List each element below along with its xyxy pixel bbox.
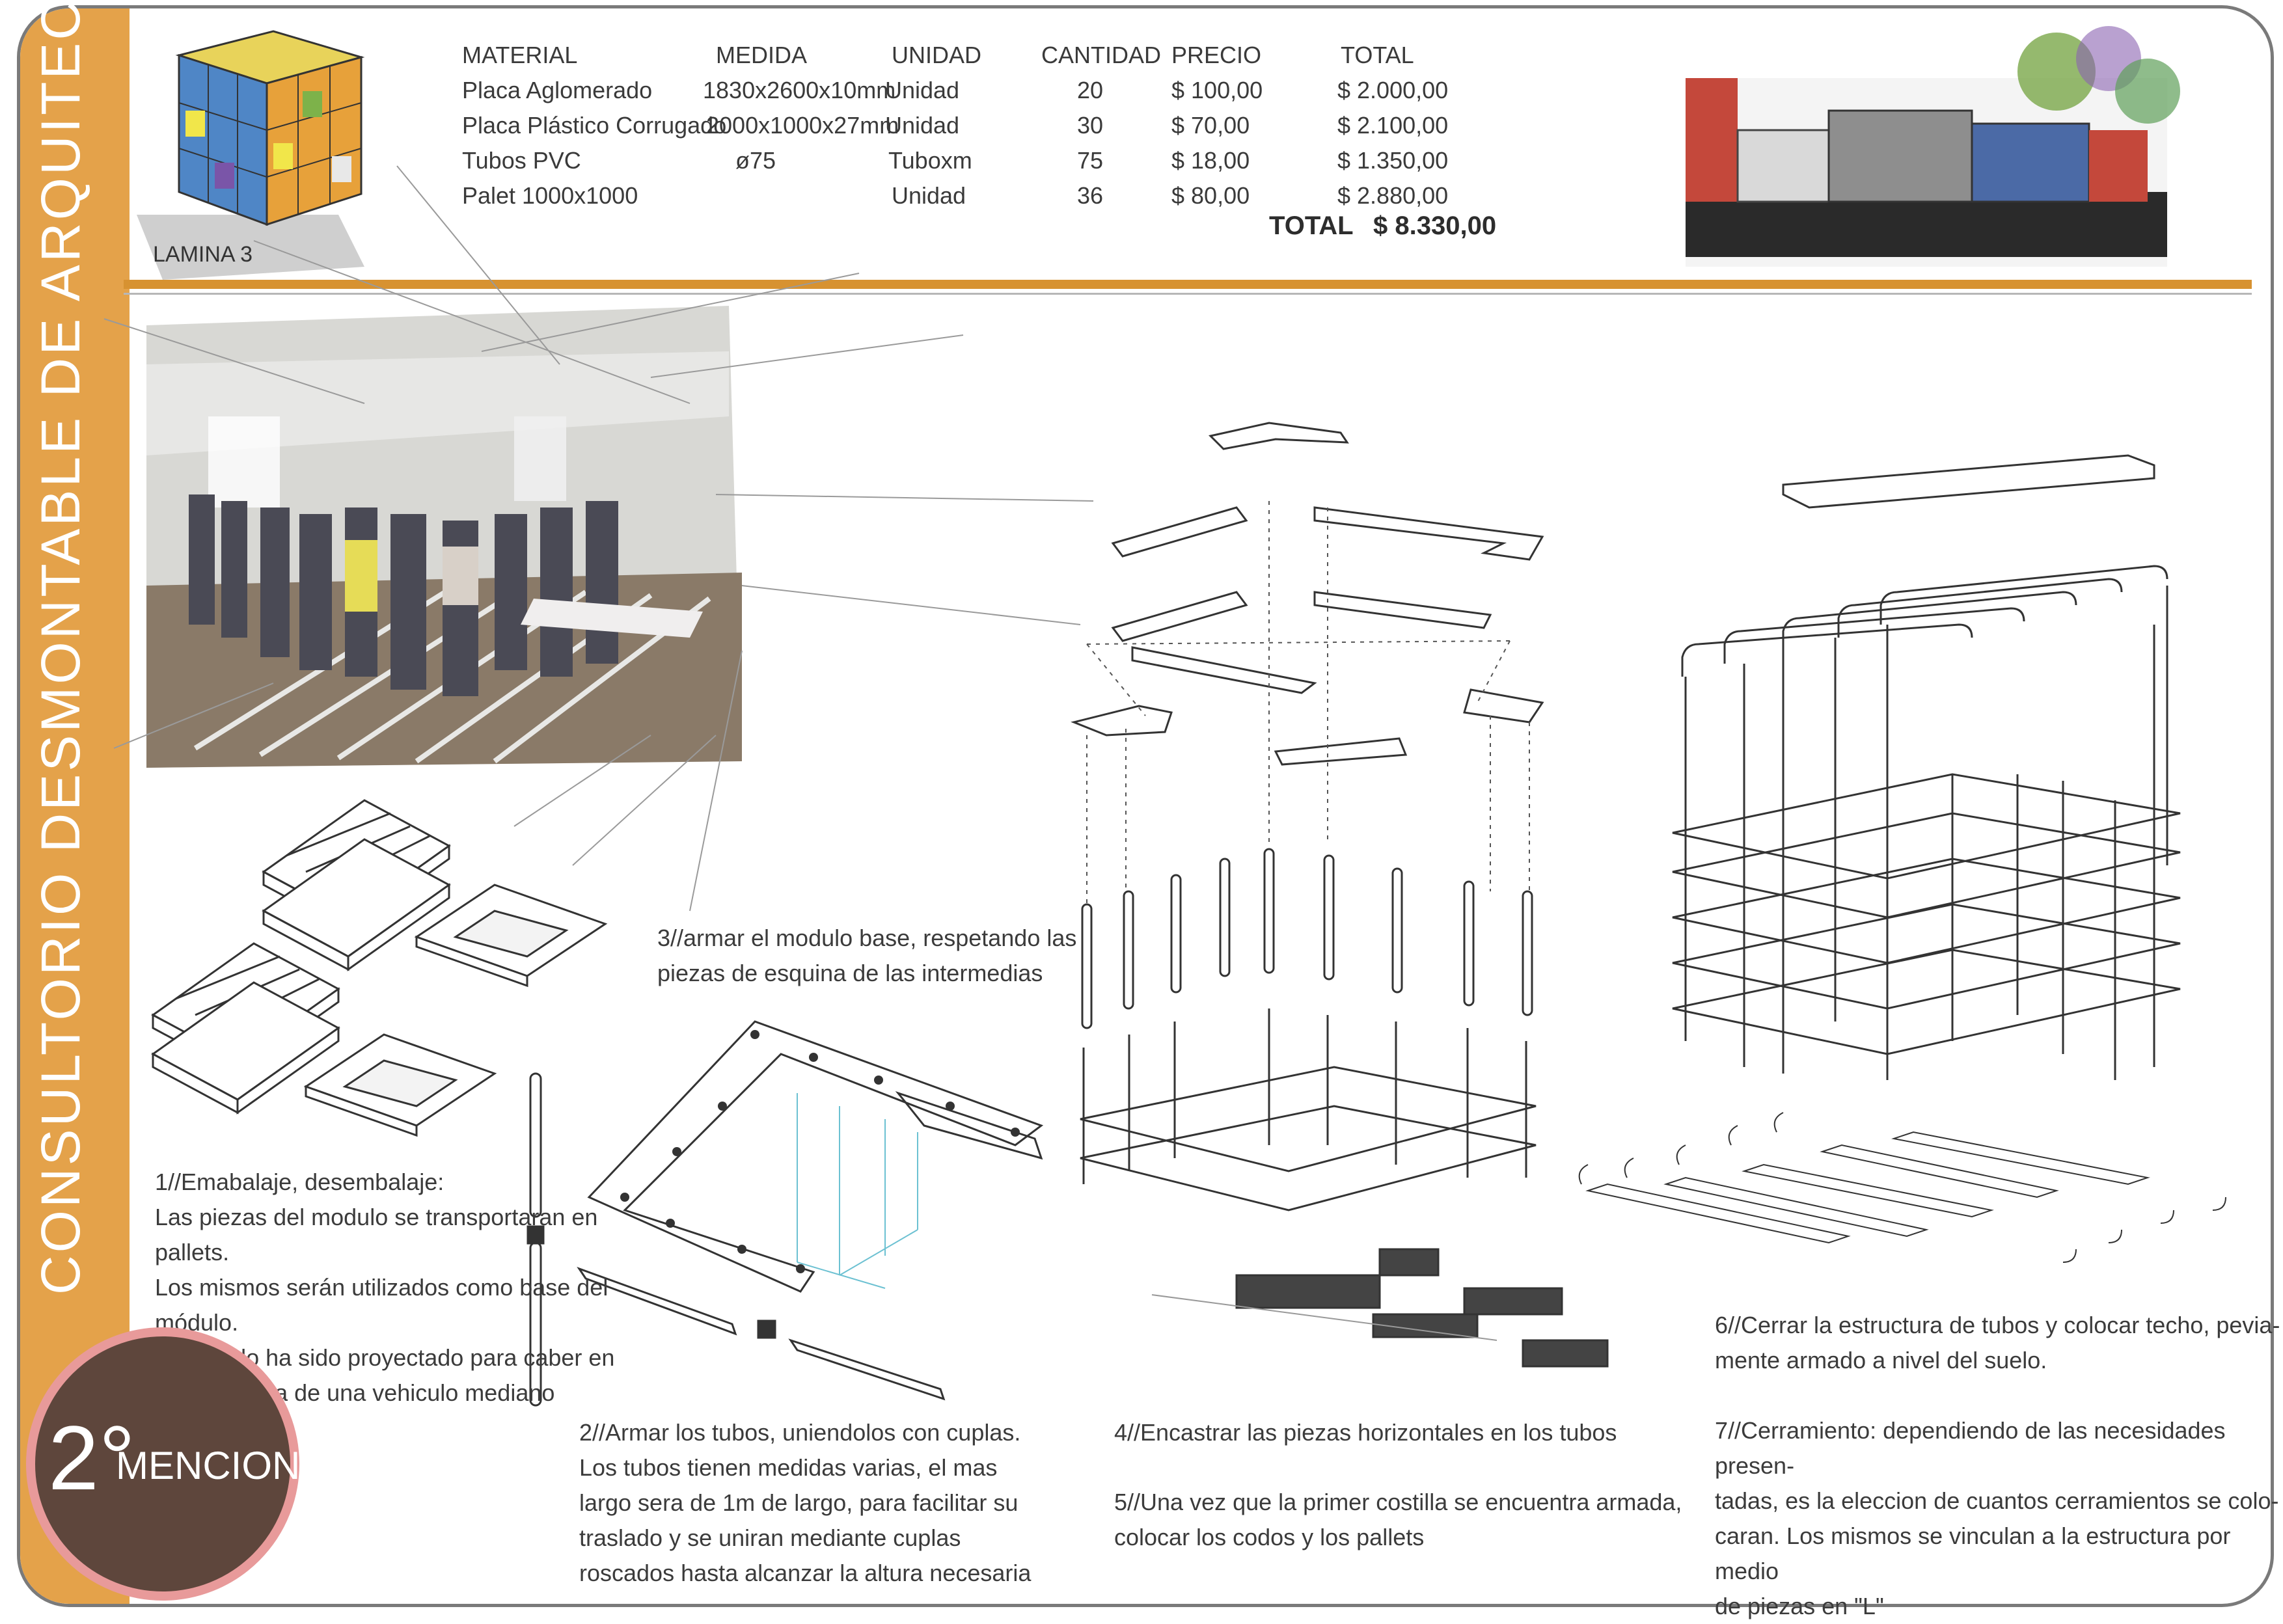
step-2-line: traslado y se uniran mediante cuplas	[579, 1524, 961, 1551]
step-3-line: piezas de esquina de las intermedias	[657, 960, 1043, 986]
step-5-line: 5//Una vez que la primer costilla se enc…	[1114, 1489, 1682, 1515]
cell-precio: $ 100,00	[1171, 77, 1263, 103]
step-6-line: 6//Cerrar la estructura de tubos y coloc…	[1715, 1312, 2280, 1338]
cell-cantidad: 36	[1077, 182, 1104, 209]
base-frame-drawing	[587, 1020, 1044, 1293]
cell-unidad: Unidad	[885, 112, 960, 139]
step-2-line: 2//Armar los tubos, uniendolos con cupla…	[579, 1419, 1021, 1446]
street-sketch-image	[1686, 26, 2180, 267]
step-7-line: caran. Los mismos se vinculan a la estru…	[1715, 1522, 2231, 1584]
step-3-text: 3//armar el modulo base, respetando las …	[657, 921, 1076, 991]
header-total: TOTAL	[1341, 42, 1414, 68]
cell-total: $ 2.880,00	[1337, 182, 1449, 209]
step-1-line: Las piezas del modulo se transportaran e…	[155, 1204, 598, 1230]
step-4-line: 4//Encastrar las piezas horizontales en …	[1114, 1419, 1617, 1446]
header-material: MATERIAL	[462, 42, 578, 68]
step-7-line: tadas, es la eleccion de cuantos cerrami…	[1715, 1487, 2279, 1514]
header-unidad: UNIDAD	[892, 42, 982, 68]
step-7-line: 7//Cerramiento: dependiendo de las neces…	[1715, 1417, 2226, 1479]
award-rank: 2°	[48, 1407, 135, 1509]
assembled-structure-drawing	[1578, 454, 2226, 1263]
exploded-structure-drawing	[1071, 422, 1609, 1368]
cell-material: Palet 1000x1000	[462, 182, 638, 209]
leader-lines	[103, 165, 1094, 912]
cell-cantidad: 30	[1077, 112, 1104, 139]
step-6-text: 6//Cerrar la estructura de tubos y coloc…	[1715, 1308, 2280, 1378]
cell-precio: $ 70,00	[1171, 112, 1250, 139]
interior-photo	[146, 306, 742, 768]
step-5-text: 5//Una vez que la primer costilla se enc…	[1114, 1485, 1682, 1555]
pallets-stack-drawing	[151, 799, 608, 1137]
sheet-label: LAMINA 3	[153, 242, 253, 267]
cell-total: $ 1.350,00	[1337, 147, 1449, 174]
cell-medida: 2000x1000x27mm	[706, 112, 899, 139]
header-divider	[124, 280, 2252, 289]
cell-total: $ 2.100,00	[1337, 112, 1449, 139]
header-cantidad: CANTIDAD	[1041, 42, 1162, 68]
step-1-line: Los mismos serán utilizados como base de…	[155, 1274, 608, 1301]
header-precio: PRECIO	[1171, 42, 1262, 68]
cell-cantidad: 75	[1077, 147, 1104, 174]
total-label: TOTAL	[1269, 211, 1353, 240]
cell-medida: ø75	[735, 147, 776, 174]
step-1-line: módulo.	[155, 1309, 239, 1336]
step-3-line: 3//armar el modulo base, respetando las	[657, 925, 1077, 951]
grand-total: TOTAL $ 8.330,00	[1269, 211, 1496, 241]
total-value: $ 8.330,00	[1373, 211, 1497, 240]
header-medida: MEDIDA	[716, 42, 808, 68]
step-6-line: mente armado a nivel del suelo.	[1715, 1347, 2047, 1374]
step-7-line: de piezas en "L"	[1715, 1593, 1884, 1619]
step-5-line: colocar los codos y los pallets	[1114, 1524, 1425, 1550]
cell-medida: 1830x2600x10mm	[703, 77, 896, 103]
step-2-line: Los tubos tienen medidas varias, el mas	[579, 1454, 998, 1481]
cell-unidad: Unidad	[892, 182, 966, 209]
cell-material: Tubos PVC	[462, 147, 581, 174]
step-2-line: largo sera de 1m de largo, para facilita…	[579, 1489, 1018, 1516]
sheet-frame	[17, 5, 2274, 1607]
tubes-drawing	[526, 1072, 946, 1407]
header-divider-thin	[124, 293, 2252, 295]
cell-material: Placa Plástico Corrugado	[462, 112, 727, 139]
step-1-title: 1//Emabalaje, desembalaje:	[155, 1169, 444, 1195]
cell-cantidad: 20	[1077, 77, 1104, 103]
step-2-text: 2//Armar los tubos, uniendolos con cupla…	[579, 1415, 1031, 1591]
cell-unidad: Unidad	[885, 77, 960, 103]
cell-total: $ 2.000,00	[1337, 77, 1449, 103]
cell-precio: $ 80,00	[1171, 182, 1250, 209]
step-2-line: roscados hasta alcanzar la altura necesa…	[579, 1560, 1032, 1586]
step-1-line: pallets.	[155, 1239, 230, 1265]
award-label: MENCION	[116, 1444, 301, 1487]
cube-logo-icon	[137, 30, 365, 280]
step-7-text: 7//Cerramiento: dependiendo de las neces…	[1715, 1413, 2283, 1624]
step-1-text: 1//Emabalaje, desembalaje: Las piezas de…	[155, 1165, 614, 1411]
cell-material: Placa Aglomerado	[462, 77, 653, 103]
cell-unidad: Tuboxm	[888, 147, 972, 174]
cell-precio: $ 18,00	[1171, 147, 1250, 174]
step-4-text: 4//Encastrar las piezas horizontales en …	[1114, 1415, 1617, 1450]
